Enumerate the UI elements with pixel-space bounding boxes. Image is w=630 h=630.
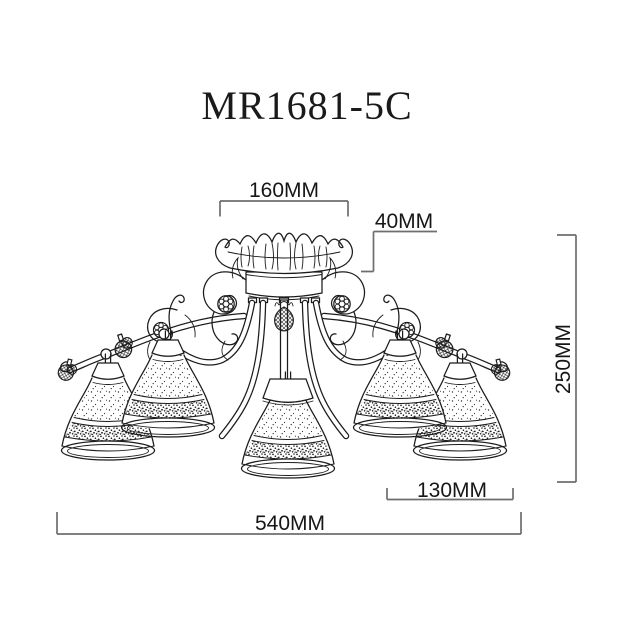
fixture-height-label: 250MM: [552, 324, 575, 394]
fixture-width-label: 540MM: [255, 512, 325, 535]
dimension-fixture-height: 250MM: [552, 234, 577, 483]
model-number: MR1681-5C: [201, 83, 412, 128]
canopy-height-label: 40MM: [375, 210, 433, 233]
pinecone-finial: [274, 306, 294, 332]
canopy-crown: [215, 232, 353, 275]
dimension-canopy-width: 160MM: [219, 179, 349, 217]
canopy-width-label: 160MM: [249, 179, 319, 202]
chandelier-drawing: [57, 232, 512, 479]
dimension-canopy-height: 40MM: [361, 210, 437, 273]
center-shade-fitter: [262, 378, 314, 406]
canopy-body: [245, 271, 323, 304]
shade-diameter-label: 130MM: [417, 479, 487, 502]
dimension-shade-diameter: 130MM: [386, 479, 514, 502]
dimension-fixture-width: 540MM: [56, 512, 522, 535]
